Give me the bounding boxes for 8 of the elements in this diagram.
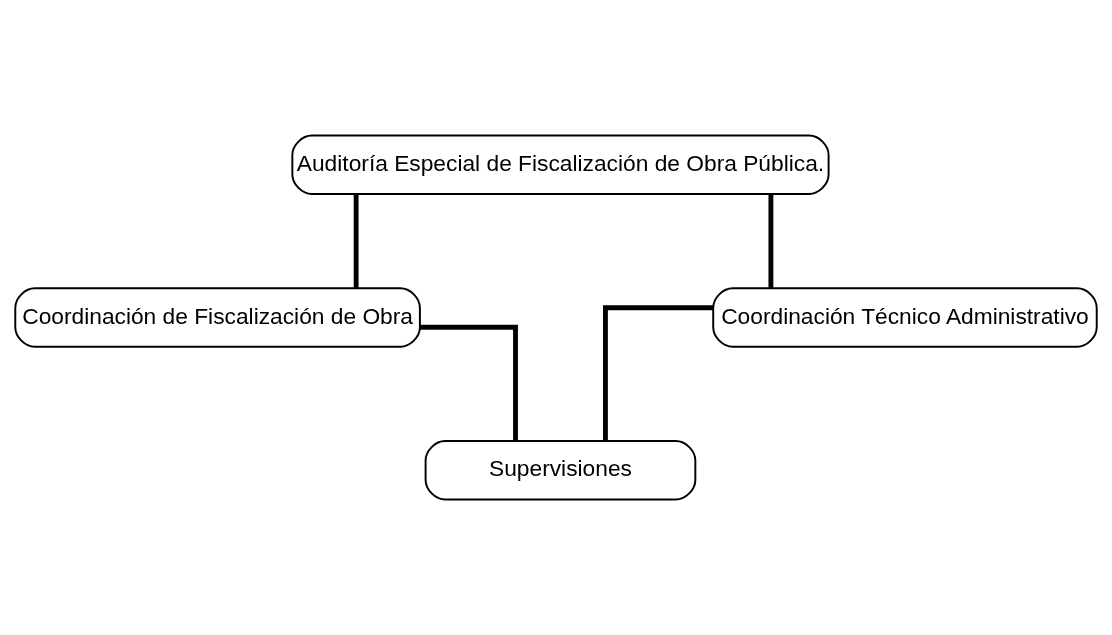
- node-box: Coordinación Técnico Administrativo: [712, 287, 1098, 348]
- connector: [420, 324, 518, 441]
- connector: [768, 194, 774, 289]
- connector: [353, 194, 359, 289]
- node-box: Supervisiones: [424, 440, 697, 501]
- node-box: Auditoría Especial de Fiscalización de Obra Pública.: [291, 134, 830, 195]
- connector: [603, 305, 714, 441]
- node-box: Coordinación de Fiscalización de Obra: [14, 287, 421, 348]
